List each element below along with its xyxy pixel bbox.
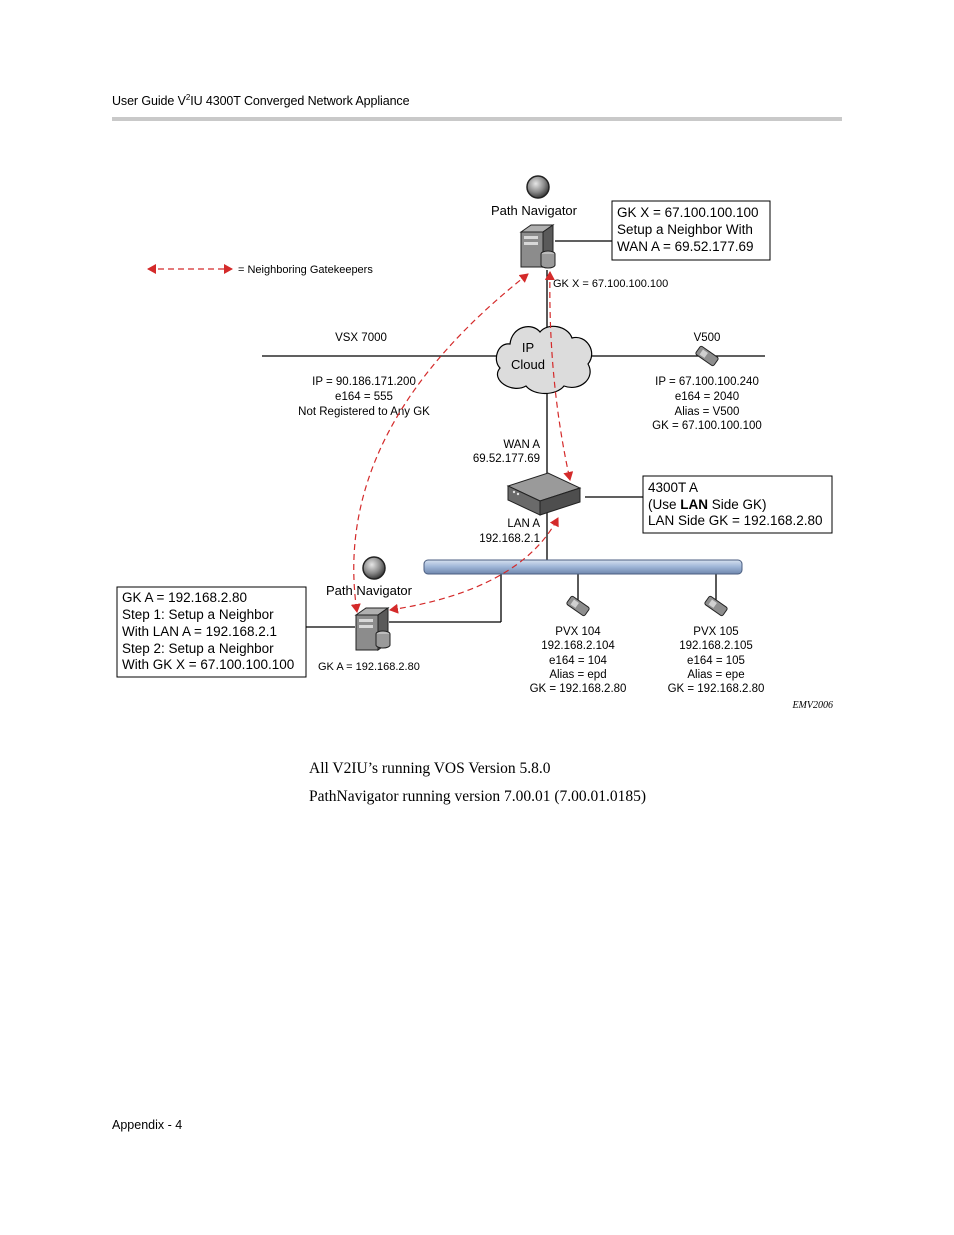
cloud-label-line2: Cloud [511,357,545,372]
pvx104-detail: PVX 104 [555,626,601,638]
page-footer: Appendix - 4 [112,1118,183,1132]
callout-line: With LAN A = 192.168.2.1 [122,624,277,639]
pvx105-detail: PVX 105 [693,626,738,638]
gk-x-callout: GK X = 67.100.100.100 Setup a Neighbor W… [611,200,771,261]
pvx105-detail: GK = 192.168.2.80 [668,683,765,695]
pvx-104: PVX 104 192.168.2.104 e164 = 104 Alias =… [530,595,627,695]
callout-line: GK A = 192.168.2.80 [122,590,247,605]
cloud-label-line1: IP [522,340,534,355]
pvx104-detail: e164 = 104 [549,655,607,667]
callout-line: With GK X = 67.100.100.100 [122,657,294,672]
callout-line: Step 2: Setup a Neighbor [122,641,274,656]
pvx104-detail: 192.168.2.104 [541,640,615,652]
pvx105-detail: Alias = epe [687,669,744,681]
vsx-detail: Not Registered to Any GK [298,406,430,418]
server-icon [519,224,556,269]
lan-label: LAN A [507,518,540,530]
server-icon [354,607,391,651]
wan-ip: 69.52.177.69 [473,453,540,465]
appliance-callout-line2: (Use LAN Side GK) [648,497,767,512]
wan-label: WAN A [503,439,540,451]
neighbor-arrows [350,271,574,614]
pvx105-detail: e164 = 105 [687,655,745,667]
neighbor-arrow-gkx-gka [350,273,529,613]
gk-a-label: GK A = 192.168.2.80 [318,661,420,673]
pvx-105: PVX 105 192.168.2.105 e164 = 105 Alias =… [668,595,765,695]
body-line-vos-version: All V2IU’s running VOS Version 5.8.0 [309,760,551,777]
header-title-suffix: IU 4300T Converged Network Appliance [190,94,410,108]
v500-detail: GK = 67.100.100.100 [652,420,762,432]
path-navigator-globe-icon [362,556,386,580]
neighbor-arrow-gka-lan [389,517,559,614]
page-header: User Guide V2IU 4300T Converged Network … [112,93,410,108]
path-navigator-top-label: Path Navigator [491,203,578,218]
ip-cloud: IP Cloud [495,325,593,395]
vsx-detail: IP = 90.186.171.200 [312,376,416,388]
vsx-7000: VSX 7000 IP = 90.186.171.200 e164 = 555 … [298,332,430,418]
vsx-detail: e164 = 555 [335,391,393,403]
endpoint-icon [704,595,728,617]
pvx105-detail: 192.168.2.105 [679,640,753,652]
vsx-name: VSX 7000 [335,332,387,344]
callout-line: WAN A = 69.52.177.69 [617,239,753,254]
gk-x-label: GK X = 67.100.100.100 [553,278,668,290]
body-line-pathnavigator-version: PathNavigator running version 7.00.01 (7… [309,788,647,805]
v500: V500 IP = 67.100.100.240 e164 = 2040 Ali… [652,332,762,432]
callout-line: Setup a Neighbor With [617,222,753,237]
appliance-callout-line1: 4300T A [648,480,698,495]
endpoint-icon [566,595,590,617]
gk-a-callout: GK A = 192.168.2.80 Step 1: Setup a Neig… [116,586,307,678]
neighbor-arrow-gkx-wan [544,271,574,481]
path-navigator-bottom-label: Path Navigator [326,583,413,598]
legend-label: = Neighboring Gatekeepers [238,264,373,276]
header-title-prefix: User Guide V [112,94,186,108]
legend: = Neighboring Gatekeepers [147,264,373,276]
header-rule [112,117,842,121]
pvx104-detail: GK = 192.168.2.80 [530,683,627,695]
appliance-callout: 4300T A (Use LAN Side GK) LAN Side GK = … [642,475,833,534]
v500-name: V500 [694,332,721,344]
header-title-superscript: 2 [185,93,191,102]
v500-detail: Alias = V500 [675,406,740,418]
appliance-callout-line3: LAN Side GK = 192.168.2.80 [648,513,823,528]
lan-ip: 192.168.2.1 [479,533,540,545]
v500-detail: e164 = 2040 [675,391,739,403]
path-navigator-top: Path Navigator GK X = 67.100.100.100 [491,175,668,290]
endpoint-icon [695,345,719,367]
lan-bus [423,559,743,575]
appliance-4300t-icon [506,472,582,516]
v500-detail: IP = 67.100.100.240 [655,376,759,388]
pvx104-detail: Alias = epd [549,669,606,681]
callout-line: Step 1: Setup a Neighbor [122,607,274,622]
path-navigator-bottom: Path Navigator GK A = 192.168.2.80 [318,556,420,673]
callout-line: GK X = 67.100.100.100 [617,205,759,220]
path-navigator-globe-icon [526,175,550,199]
figure-id: EMV2006 [791,700,833,711]
